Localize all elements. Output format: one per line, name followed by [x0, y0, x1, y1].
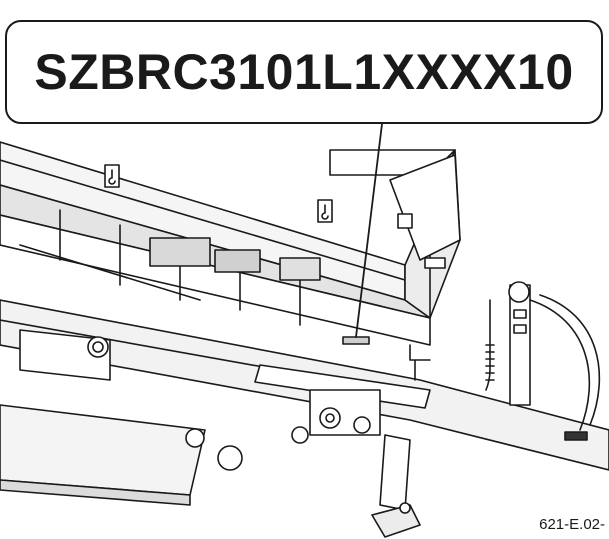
pivot-assembly: [291, 344, 431, 444]
callout-leader-line: [355, 123, 383, 338]
label-plate: [342, 336, 370, 345]
hook-icon: [104, 164, 333, 223]
control-pendant: [485, 281, 601, 431]
support-leg: [371, 434, 421, 538]
bed-slats: [19, 209, 321, 326]
part-number-text: SZBRC3101L1XXXX10: [34, 44, 574, 100]
lift-frame: [0, 299, 609, 471]
rail-end-plate: [564, 431, 588, 441]
base-platform: [0, 404, 243, 506]
side-panel: [389, 154, 461, 269]
part-number-callout: SZBRC3101L1XXXX10: [5, 20, 603, 124]
figure-code: 621-E.02-: [539, 516, 605, 533]
